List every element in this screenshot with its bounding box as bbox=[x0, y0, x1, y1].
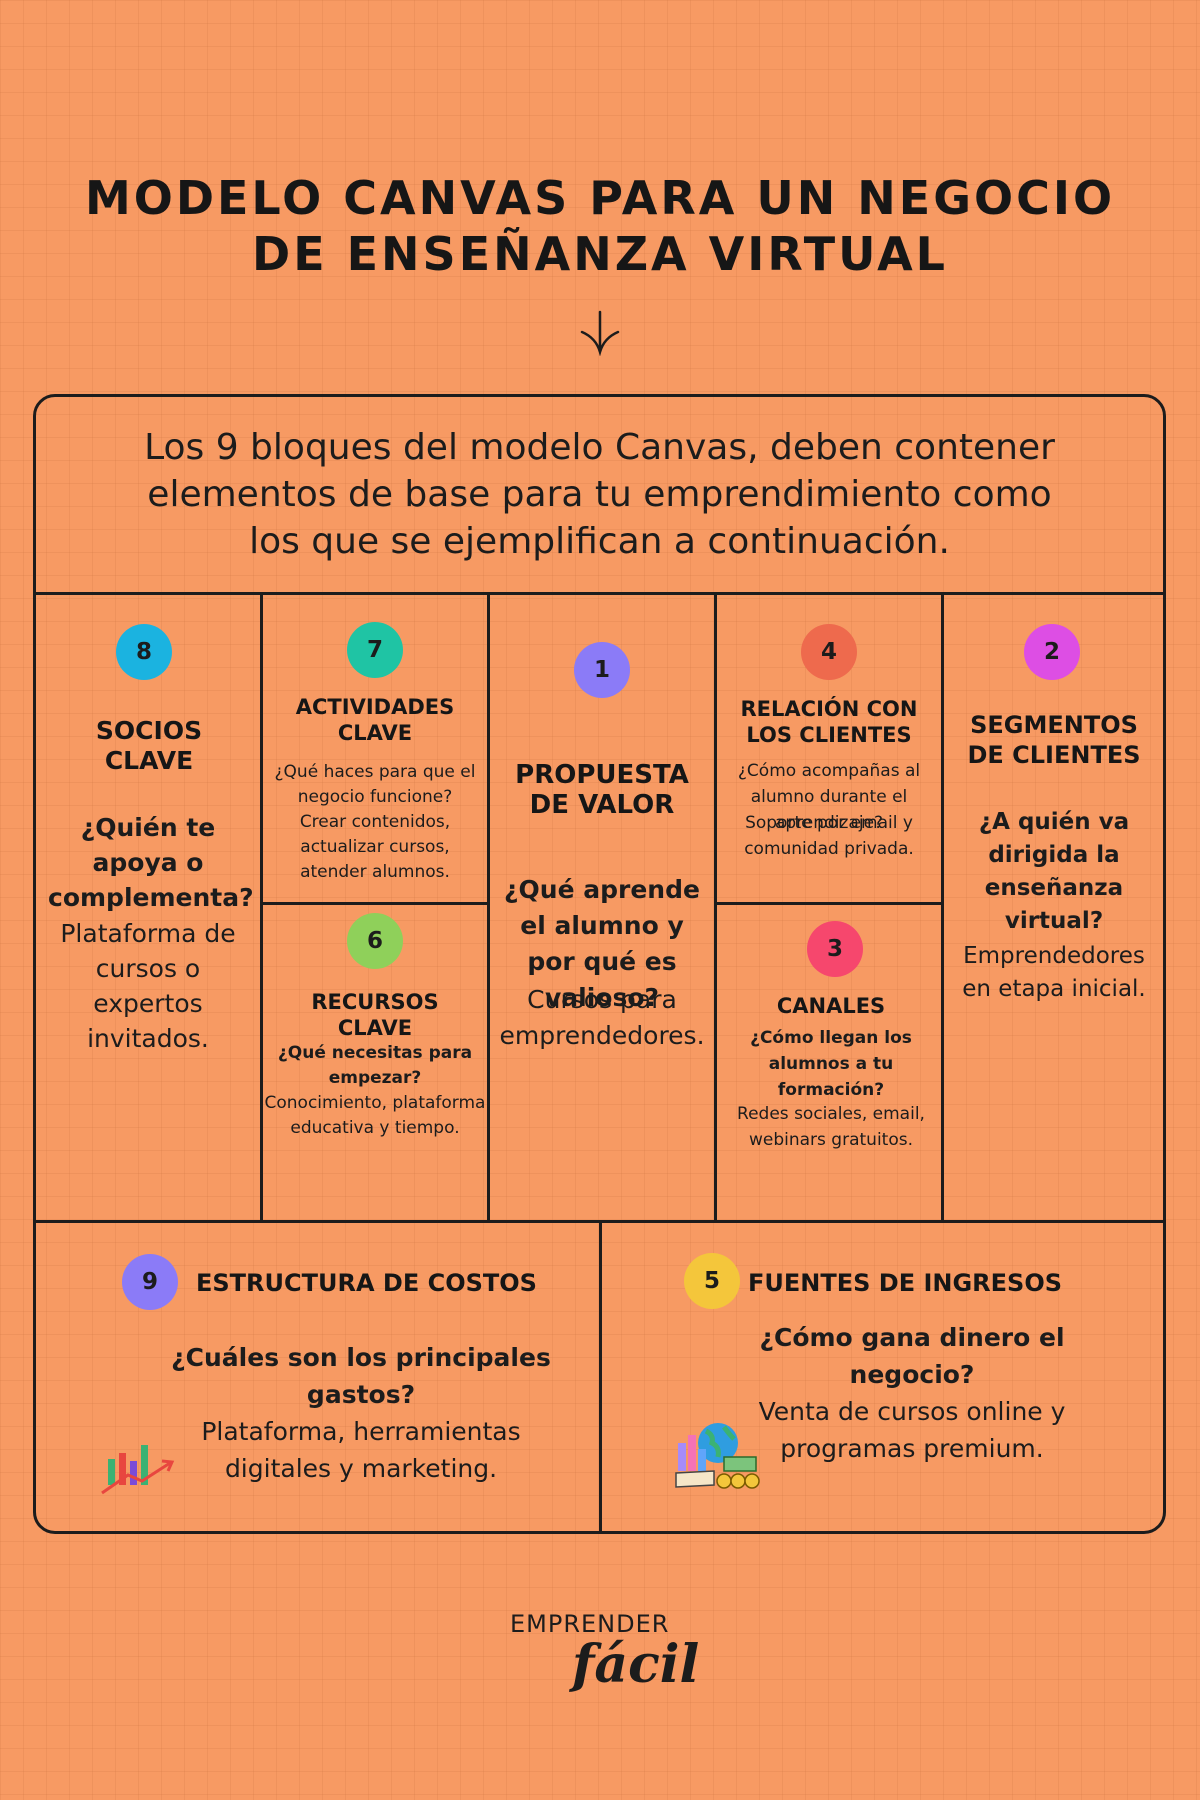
block-title: ESTRUCTURA DE COSTOS bbox=[196, 1269, 537, 1297]
block-title: RECURSOS CLAVE bbox=[311, 990, 439, 1040]
block-answer: Soporte por email y comunidad privada. bbox=[744, 813, 914, 859]
badge-6: 6 bbox=[347, 913, 403, 969]
divider bbox=[36, 1220, 1163, 1223]
logo-bottom-text: fácil bbox=[572, 1634, 700, 1695]
badge-3: 3 bbox=[807, 921, 863, 977]
badge-9: 9 bbox=[122, 1254, 178, 1310]
global-finance-icon bbox=[675, 1423, 760, 1489]
block-socios-clave: 8 SOCIOS CLAVE ¿Quién te apoya o complem… bbox=[36, 598, 260, 1220]
logo-top-text: EMPRENDER bbox=[510, 1610, 670, 1638]
brand-logo: EMPRENDER fácil bbox=[500, 1604, 710, 1704]
badge-5: 5 bbox=[684, 1253, 740, 1309]
badge-2: 2 bbox=[1024, 624, 1080, 680]
block-fuentes-ingresos: 5 FUENTES DE INGRESOS ¿Cómo gana dinero … bbox=[602, 1223, 1163, 1531]
block-segmentos-clientes: 2 SEGMENTOS DE CLIENTES ¿A quién va diri… bbox=[944, 598, 1163, 1220]
block-question: ¿Cómo llegan los alumnos a tu formación? bbox=[750, 1028, 912, 1100]
block-title: PROPUESTA DE VALOR bbox=[515, 760, 689, 820]
arrow-down-icon bbox=[580, 310, 620, 356]
block-question: ¿Qué necesitas para empezar? bbox=[277, 1043, 473, 1088]
title-line-1: MODELO CANVAS PARA UN NEGOCIO bbox=[84, 171, 1116, 225]
block-answer: Cursos para emprendedores. bbox=[499, 985, 705, 1050]
block-title: SOCIOS CLAVE bbox=[95, 716, 203, 775]
block-question: ¿Qué aprende el alumno y por qué es vali… bbox=[504, 875, 700, 1012]
block-question: ¿A quién va dirigida la enseñanza virtua… bbox=[978, 809, 1130, 934]
block-question: ¿Qué haces para que el negocio funcione? bbox=[274, 762, 476, 807]
divider bbox=[716, 902, 941, 905]
block-actividades-clave: 7 ACTIVIDADES CLAVE ¿Qué haces para que … bbox=[263, 598, 487, 902]
block-answer: Redes sociales, email, webinars gratuito… bbox=[737, 1104, 925, 1150]
block-title: SEGMENTOS DE CLIENTES bbox=[967, 711, 1141, 769]
divider bbox=[599, 1223, 602, 1531]
divider bbox=[262, 902, 487, 905]
block-question: ¿Cómo acompañas al alumno durante el apr… bbox=[737, 761, 921, 833]
divider bbox=[714, 595, 717, 1220]
block-recursos-clave: 6 RECURSOS CLAVE ¿Qué necesitas para emp… bbox=[263, 905, 487, 1220]
block-relacion-clientes: 4 RELACIÓN CON LOS CLIENTES ¿Cómo acompa… bbox=[717, 598, 941, 902]
intro-text: Los 9 bloques del modelo Canvas, deben c… bbox=[36, 397, 1163, 595]
block-question: ¿Quién te apoya o complementa? bbox=[48, 813, 254, 912]
badge-4: 4 bbox=[801, 624, 857, 680]
block-canales: 3 CANALES ¿Cómo llegan los alumnos a tu … bbox=[717, 905, 941, 1220]
title-line-2: DE ENSEÑANZA VIRTUAL bbox=[252, 227, 948, 281]
block-question: ¿Cuáles son los principales gastos? bbox=[171, 1343, 551, 1409]
badge-8: 8 bbox=[116, 624, 172, 680]
badge-7: 7 bbox=[347, 622, 403, 678]
block-title: RELACIÓN CON LOS CLIENTES bbox=[740, 697, 918, 747]
block-propuesta-de-valor: 1 PROPUESTA DE VALOR ¿Qué aprende el alu… bbox=[490, 598, 714, 1220]
divider bbox=[260, 595, 263, 1220]
divider bbox=[941, 595, 944, 1220]
block-answer: Venta de cursos online y programas premi… bbox=[758, 1397, 1066, 1463]
block-answer: Plataforma, herramientas digitales y mar… bbox=[201, 1417, 521, 1483]
block-answer: Emprendedores en etapa inicial. bbox=[962, 943, 1146, 1002]
block-title: CANALES bbox=[776, 994, 886, 1018]
block-question: ¿Cómo gana dinero el negocio? bbox=[759, 1323, 1065, 1389]
canvas-board: Los 9 bloques del modelo Canvas, deben c… bbox=[33, 394, 1166, 1534]
growth-chart-icon bbox=[101, 1445, 175, 1495]
badge-1: 1 bbox=[574, 642, 630, 698]
block-title: ACTIVIDADES CLAVE bbox=[295, 695, 455, 745]
block-title: FUENTES DE INGRESOS bbox=[748, 1269, 1063, 1297]
block-answer: Crear contenidos, actualizar cursos, ate… bbox=[299, 812, 451, 882]
divider bbox=[487, 595, 490, 1220]
block-answer: Plataforma de cursos o expertos invitado… bbox=[60, 919, 236, 1053]
block-answer: Conocimiento, plataforma educativa y tie… bbox=[264, 1093, 486, 1138]
block-estructura-costos: 9 ESTRUCTURA DE COSTOS ¿Cuáles son los p… bbox=[36, 1223, 599, 1531]
page-title: MODELO CANVAS PARA UN NEGOCIO DE ENSEÑAN… bbox=[0, 170, 1200, 282]
